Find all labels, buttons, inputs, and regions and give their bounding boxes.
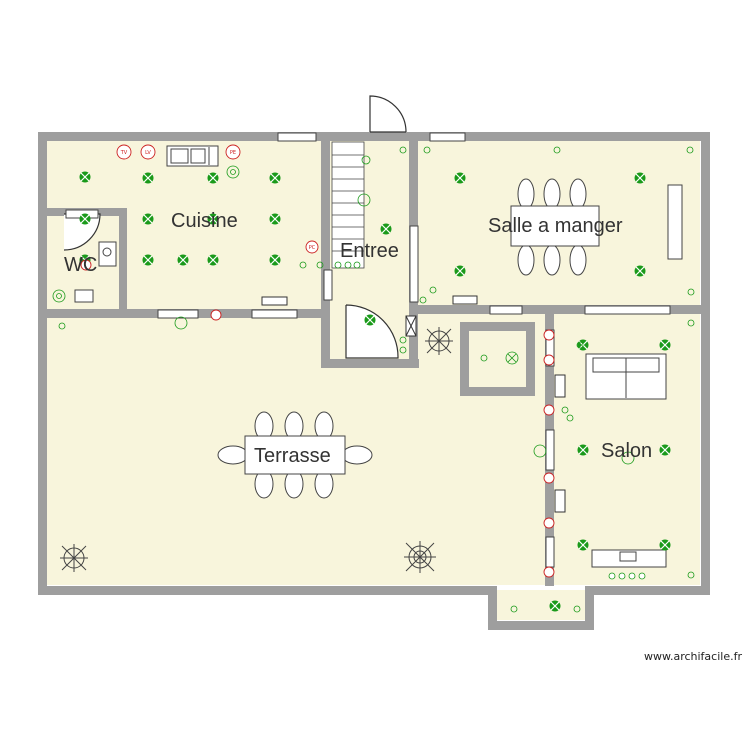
- room-label-entree: Entree: [340, 240, 399, 262]
- stairs: [331, 141, 365, 269]
- light-icon: [634, 172, 646, 184]
- light-icon: [207, 213, 219, 225]
- tv-unit: [591, 549, 667, 568]
- switch-box: [405, 315, 417, 337]
- light-icon: [142, 254, 154, 266]
- room-label-salle-a-manger: Salle a manger: [488, 215, 623, 237]
- light-icon: [380, 223, 392, 235]
- dining-table: [510, 178, 683, 276]
- outlet-label-tv: TV: [120, 150, 128, 156]
- light-icon: [142, 213, 154, 225]
- light-icon: [577, 539, 589, 551]
- light-icon: [659, 444, 671, 456]
- outlets: [80, 144, 555, 578]
- tv-sockets: [608, 572, 646, 580]
- light-icon: [659, 339, 671, 351]
- outlet-label-pe: PE: [230, 150, 236, 156]
- outlet-label-lv: LV: [145, 150, 151, 156]
- plants: [60, 327, 453, 573]
- light-icon: [454, 172, 466, 184]
- light-icon: [269, 254, 281, 266]
- light-icon: [177, 254, 189, 266]
- room-label-cuisine: Cuisine: [171, 210, 238, 232]
- light-icon: [79, 213, 91, 225]
- room-label-salon: Salon: [601, 440, 652, 462]
- windows: [157, 132, 671, 568]
- doors: [63, 95, 407, 359]
- light-icon: [364, 314, 376, 326]
- light-icon: [577, 444, 589, 456]
- light-icon: [269, 213, 281, 225]
- outlet-label-pc: PC: [309, 245, 316, 251]
- room-label-wc: WC: [64, 254, 97, 276]
- radiators: [261, 295, 566, 513]
- light-icon: [454, 265, 466, 277]
- ceiling-lights: [79, 171, 671, 612]
- light-icon: [207, 254, 219, 266]
- outlet-labels: TV LV PE PC: [120, 150, 316, 251]
- wc-fixtures: [65, 209, 117, 303]
- light-icon: [207, 172, 219, 184]
- sofa: [585, 353, 667, 400]
- light-icon: [549, 600, 561, 612]
- light-icon: [659, 539, 671, 551]
- switches: [52, 146, 695, 613]
- room-label-terrasse: Terrasse: [254, 445, 331, 467]
- kitchen-sink: [166, 145, 219, 167]
- light-icon: [269, 172, 281, 184]
- light-icon: [634, 265, 646, 277]
- light-icon: [79, 171, 91, 183]
- terrace-table: [217, 411, 373, 499]
- pillar-light: [480, 351, 519, 365]
- watermark-credit: www.archifacile.fr: [643, 650, 742, 663]
- light-icon: [142, 172, 154, 184]
